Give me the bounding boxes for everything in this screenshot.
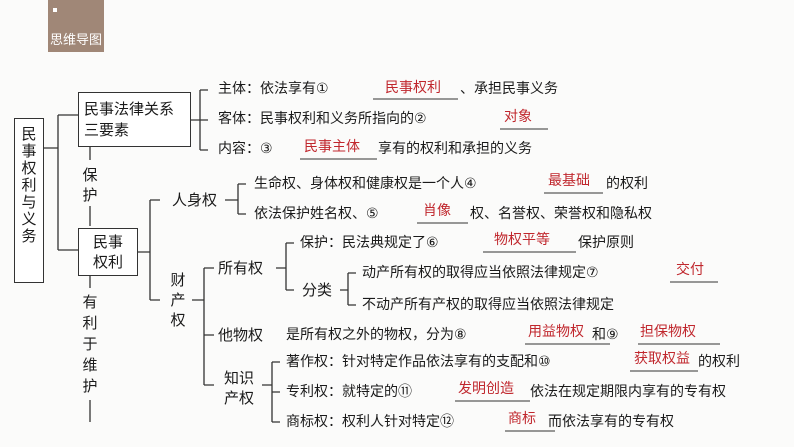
- subject-answer: 民事权利: [385, 80, 441, 96]
- patent-answer: 发明创造: [458, 381, 514, 397]
- other-rights-answer2: 担保物权: [640, 324, 696, 340]
- civil-rights-node: [78, 228, 138, 276]
- trademark-suffix: 而依法享有的专有权: [548, 414, 674, 430]
- link-protect: 保护: [82, 166, 98, 204]
- ownership-protect-suffix: 保护原则: [578, 235, 634, 251]
- trademark-answer: 商标: [508, 411, 536, 427]
- personal-line2-answer: 肖像: [423, 203, 451, 219]
- movable-prefix: 动产所有权的取得应当依照法律规定⑦: [362, 265, 599, 281]
- object-answer: 对象: [504, 109, 532, 125]
- trademark-prefix: 商标权：权利人针对特定⑫: [286, 414, 454, 430]
- personal-line1-suffix: 的权利: [606, 176, 648, 192]
- patent-suffix: 依法在规定期限内享有的专有权: [530, 384, 726, 400]
- root-label: 民事权利与义务: [21, 125, 37, 245]
- movable-answer: 交付: [676, 262, 704, 278]
- ownership-protect-answer: 物权平等: [494, 232, 550, 248]
- content-suffix: 享有的权利和承担的义务: [378, 141, 532, 157]
- subject-prefix: 主体：依法享有①: [218, 81, 329, 97]
- root-node: [14, 118, 44, 283]
- link-benefit: 有利于维护: [82, 293, 98, 395]
- other-rights-prefix: 是所有权之外的物权，分为⑧: [286, 327, 467, 343]
- patent-prefix: 专利权：就特定的⑪: [286, 384, 412, 400]
- personal-line1-answer: 最基础: [548, 173, 590, 189]
- three-elements-label: 民事法律关系三要素: [84, 100, 175, 139]
- personal-line1-prefix: 生命权、身体权和健康权是一个人④: [254, 176, 477, 192]
- other-rights-label: 他物权: [218, 326, 264, 344]
- immovable-text: 不动产所有产权的取得应当依照法律规定: [362, 297, 614, 313]
- ownership-protect-prefix: 保护：民法典规定了⑥: [300, 235, 439, 251]
- property-rights-label: 财产权: [170, 271, 186, 329]
- personal-line2-suffix: 权、名誉权、荣誉权和隐私权: [470, 206, 652, 222]
- ip-label: 知识产权: [223, 369, 254, 407]
- copyright-prefix: 著作权：针对特定作品依法享有的支配和⑩: [286, 354, 551, 370]
- section-header: 思维导图: [48, 0, 104, 52]
- other-rights-mid: 和⑨: [592, 327, 619, 343]
- subject-suffix: 、承担民事义务: [460, 81, 558, 97]
- personal-line2-prefix: 依法保护姓名权、⑤: [254, 206, 379, 222]
- personal-rights-label: 人身权: [172, 191, 218, 209]
- copyright-answer: 获取权益: [634, 351, 690, 367]
- content-prefix: 内容：③: [218, 141, 273, 157]
- other-rights-answer1: 用益物权: [528, 324, 584, 340]
- three-elements-node: [78, 92, 191, 147]
- header-square-icon: [53, 8, 57, 12]
- classify-label: 分类: [302, 281, 333, 299]
- object-prefix: 客体：民事权利和义务所指向的②: [218, 111, 427, 127]
- section-title: 思维导图: [49, 33, 102, 48]
- ownership-label: 所有权: [218, 259, 264, 277]
- civil-rights-label: 民事权利: [92, 233, 123, 271]
- content-answer: 民事主体: [304, 139, 360, 155]
- copyright-suffix: 的权利: [698, 354, 740, 370]
